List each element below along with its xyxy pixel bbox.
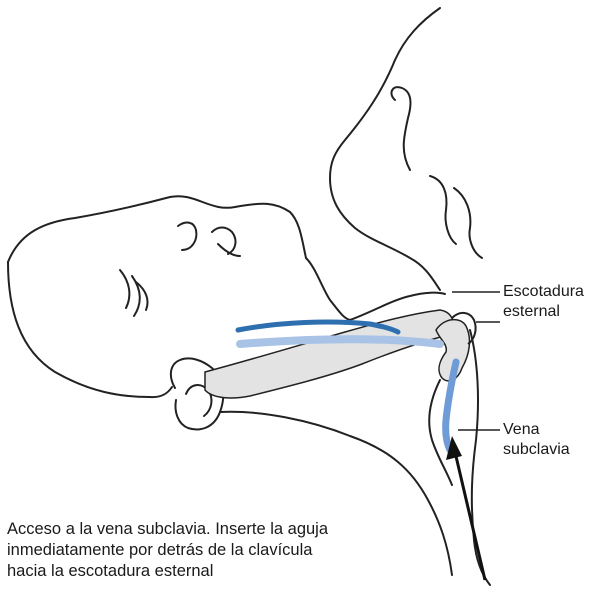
lower-lip (454, 188, 482, 258)
needle-arrow-shaft (455, 452, 485, 580)
head-outline (8, 196, 306, 262)
sternal-notch-label: Escotadura esternal (503, 282, 584, 322)
caption-line-3: hacia la escotadura esternal (7, 561, 377, 582)
eyebrow (178, 223, 196, 250)
nose-outline (391, 87, 410, 170)
skull-back-outline (8, 262, 172, 397)
figure-caption: Acceso a la vena subclavia. Inserte la a… (7, 519, 377, 582)
jugular-vein-light (240, 339, 440, 344)
upper-lip (430, 176, 456, 244)
caption-line-1: Acceso a la vena subclavia. Inserte la a… (7, 519, 377, 540)
chin-outline (306, 258, 350, 320)
chest-contour (470, 330, 490, 585)
caption-line-2: inmediatamente por detrás de la clavícul… (7, 540, 377, 561)
face-profile (330, 8, 440, 290)
subclavian-vein-label: Vena subclavia (503, 420, 570, 460)
temple-lines (120, 270, 140, 316)
sternal-notch-label-line2: esternal (503, 302, 584, 322)
sternal-notch-label-line1: Escotadura (503, 282, 584, 302)
subclavian-vein-label-line1: Vena (503, 420, 570, 440)
subclavian-vein-label-line2: subclavia (503, 440, 570, 460)
